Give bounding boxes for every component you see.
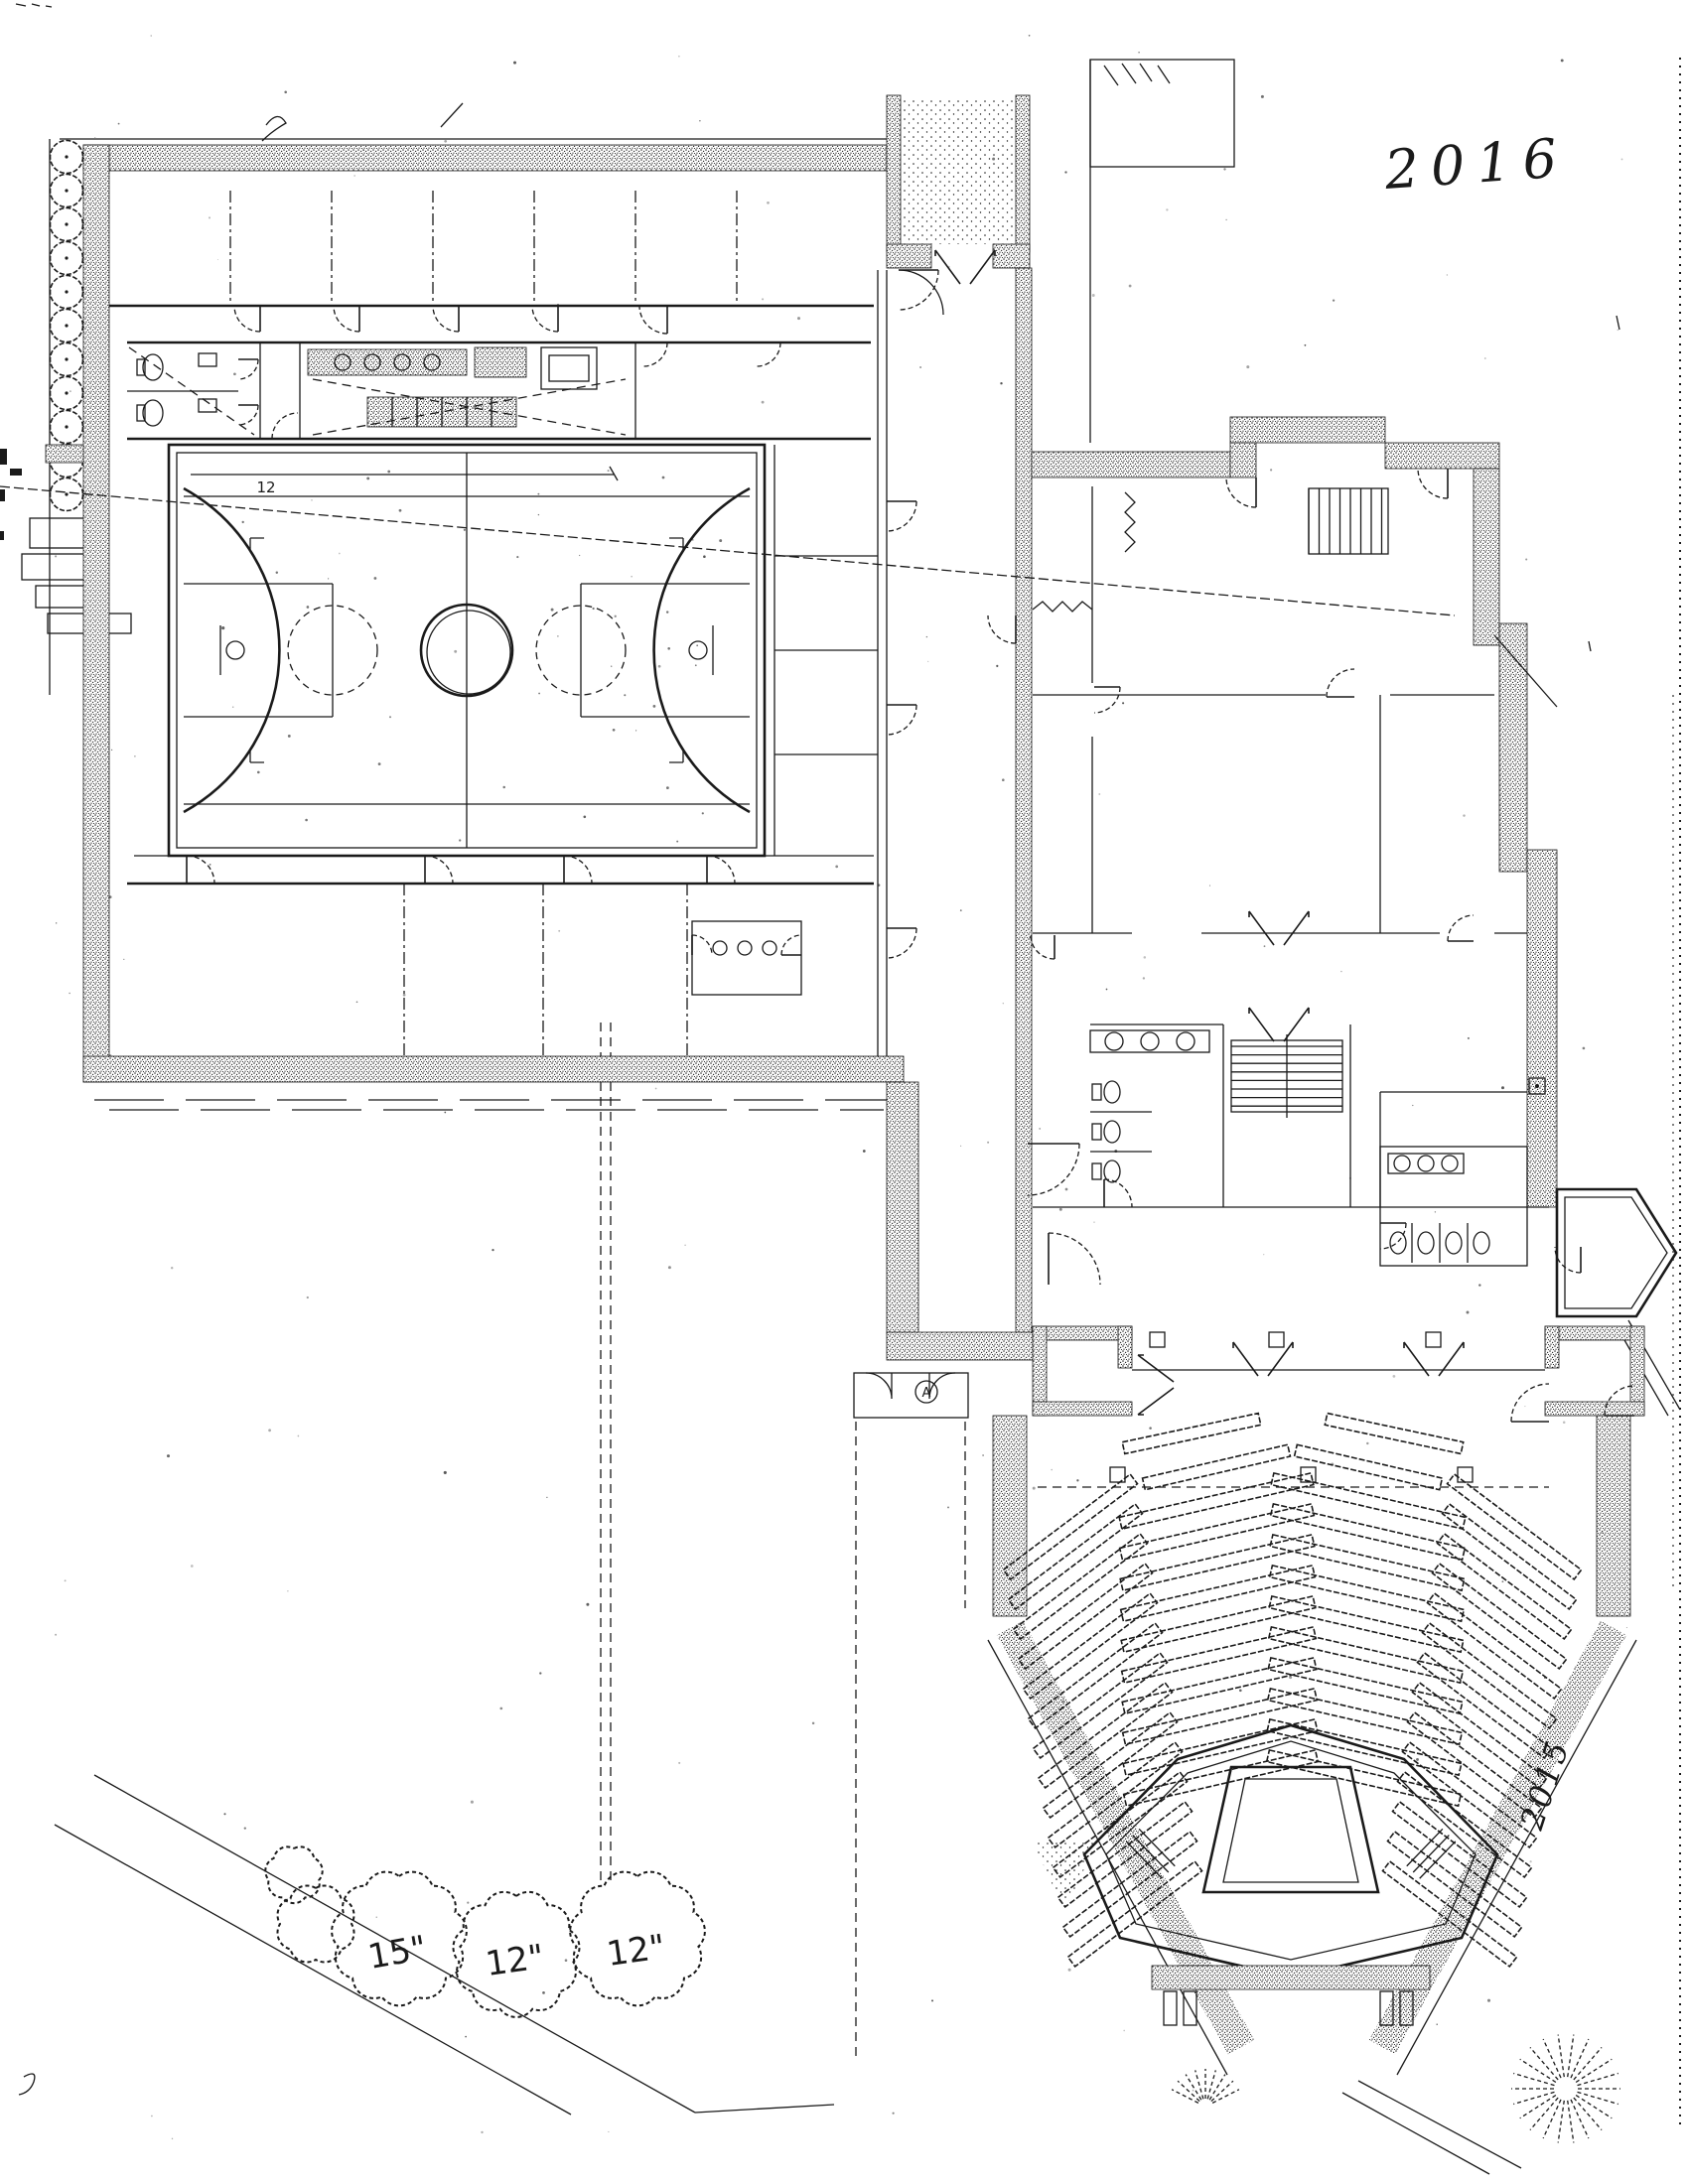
stair-north bbox=[1308, 487, 1389, 555]
stray-pencil-marks bbox=[15, 3, 1620, 2096]
basketball-court: 12 bbox=[167, 443, 767, 858]
entry-canopy bbox=[1089, 59, 1235, 443]
restroom-cross-dash bbox=[128, 346, 255, 436]
scan-noise-speckles bbox=[55, 34, 1630, 2140]
kitchen-counter bbox=[307, 348, 468, 376]
auditorium-nw-entry bbox=[1032, 1325, 1133, 1417]
walkway-dashed-lines bbox=[600, 1023, 966, 2057]
lobby-west-wall bbox=[886, 1081, 919, 1335]
basket-rim-east bbox=[688, 640, 708, 660]
free-throw-circle-east bbox=[535, 605, 627, 696]
sidewalk-diagonals bbox=[54, 1774, 835, 2116]
gym-north-vestibule bbox=[886, 94, 1031, 316]
rooms-east-of-court bbox=[774, 270, 888, 1056]
double-door-wedges bbox=[934, 249, 1465, 1416]
door-swing-arcs bbox=[186, 269, 1635, 1423]
stage-chancel bbox=[1082, 1723, 1499, 2026]
gym-building: 12 bbox=[60, 59, 1235, 1336]
center-circle bbox=[419, 603, 514, 698]
classroom-row-north bbox=[109, 191, 874, 308]
shrub-circles-row bbox=[49, 139, 84, 512]
office-wing bbox=[0, 416, 1681, 1417]
wing-restrooms bbox=[1089, 1029, 1210, 1183]
site-landscaping: 15" 12" 12" bbox=[0, 3, 1681, 2143]
stage-steps-left bbox=[1125, 1828, 1176, 1879]
column-square bbox=[1528, 1077, 1546, 1095]
rubble-patch bbox=[1033, 1842, 1097, 1911]
free-throw-circle-west bbox=[287, 605, 378, 696]
classroom-row-south bbox=[127, 855, 874, 1056]
scanner-edge-marks bbox=[0, 449, 22, 540]
lobby-link: A bbox=[853, 1081, 1037, 1419]
kitchen-cross-dash-1 bbox=[312, 378, 627, 436]
vestibule-reveal-arc bbox=[898, 269, 944, 316]
link-corridor-east-wall bbox=[1015, 267, 1033, 1336]
basket-rim-west bbox=[225, 640, 245, 660]
restrooms-west bbox=[127, 342, 261, 439]
door-detail-marker-letter: A bbox=[922, 1386, 931, 1401]
door-detail-marker-circle bbox=[914, 1380, 938, 1404]
kitchen-range bbox=[474, 346, 527, 378]
dimension-label: 12 bbox=[256, 478, 275, 496]
handwritten-year: 2016 bbox=[1382, 126, 1571, 202]
tree-clouds bbox=[264, 1845, 706, 2018]
southeast-bay bbox=[1555, 1187, 1681, 1417]
auditorium-east-wall bbox=[1596, 1415, 1631, 1617]
kitchen bbox=[127, 341, 871, 441]
stage-steps-right bbox=[1406, 1828, 1457, 1879]
wing-interior-walls bbox=[0, 485, 1558, 1208]
janitor-closet bbox=[691, 920, 802, 996]
wing-exterior-walls bbox=[1031, 416, 1558, 1208]
kitchen-cross-dash-2 bbox=[312, 378, 627, 436]
tree-size-label-1: 15" bbox=[365, 1928, 430, 1978]
three-point-arc-west bbox=[183, 486, 281, 814]
starburst-trees bbox=[1171, 2034, 1620, 2143]
tree-size-label-3: 12" bbox=[605, 1927, 668, 1975]
south-entry-vestibule: A bbox=[853, 1372, 969, 1419]
pew-rows bbox=[1002, 1412, 1583, 1969]
gym-exterior-walls bbox=[82, 144, 905, 1083]
column-squares bbox=[1109, 1331, 1474, 1483]
tree-size-label-2: 12" bbox=[484, 1937, 547, 1984]
auditorium-ne-entry bbox=[1544, 1325, 1645, 1417]
wing-restrooms-southeast bbox=[1379, 1146, 1528, 1267]
stage-front-band bbox=[1151, 1965, 1431, 1990]
stair-central bbox=[1230, 1034, 1343, 1118]
lobby-south-wall bbox=[886, 1331, 1037, 1361]
stage-front-hooks bbox=[1163, 1990, 1414, 2026]
southeast-walk-diagonals bbox=[1341, 2080, 1522, 2175]
auditorium-west-wall bbox=[992, 1415, 1028, 1617]
stage-platform bbox=[1201, 1765, 1380, 1894]
break-line-vertical bbox=[1124, 491, 1136, 553]
break-line-horizontal bbox=[1032, 601, 1093, 613]
three-point-arc-east bbox=[652, 486, 751, 814]
